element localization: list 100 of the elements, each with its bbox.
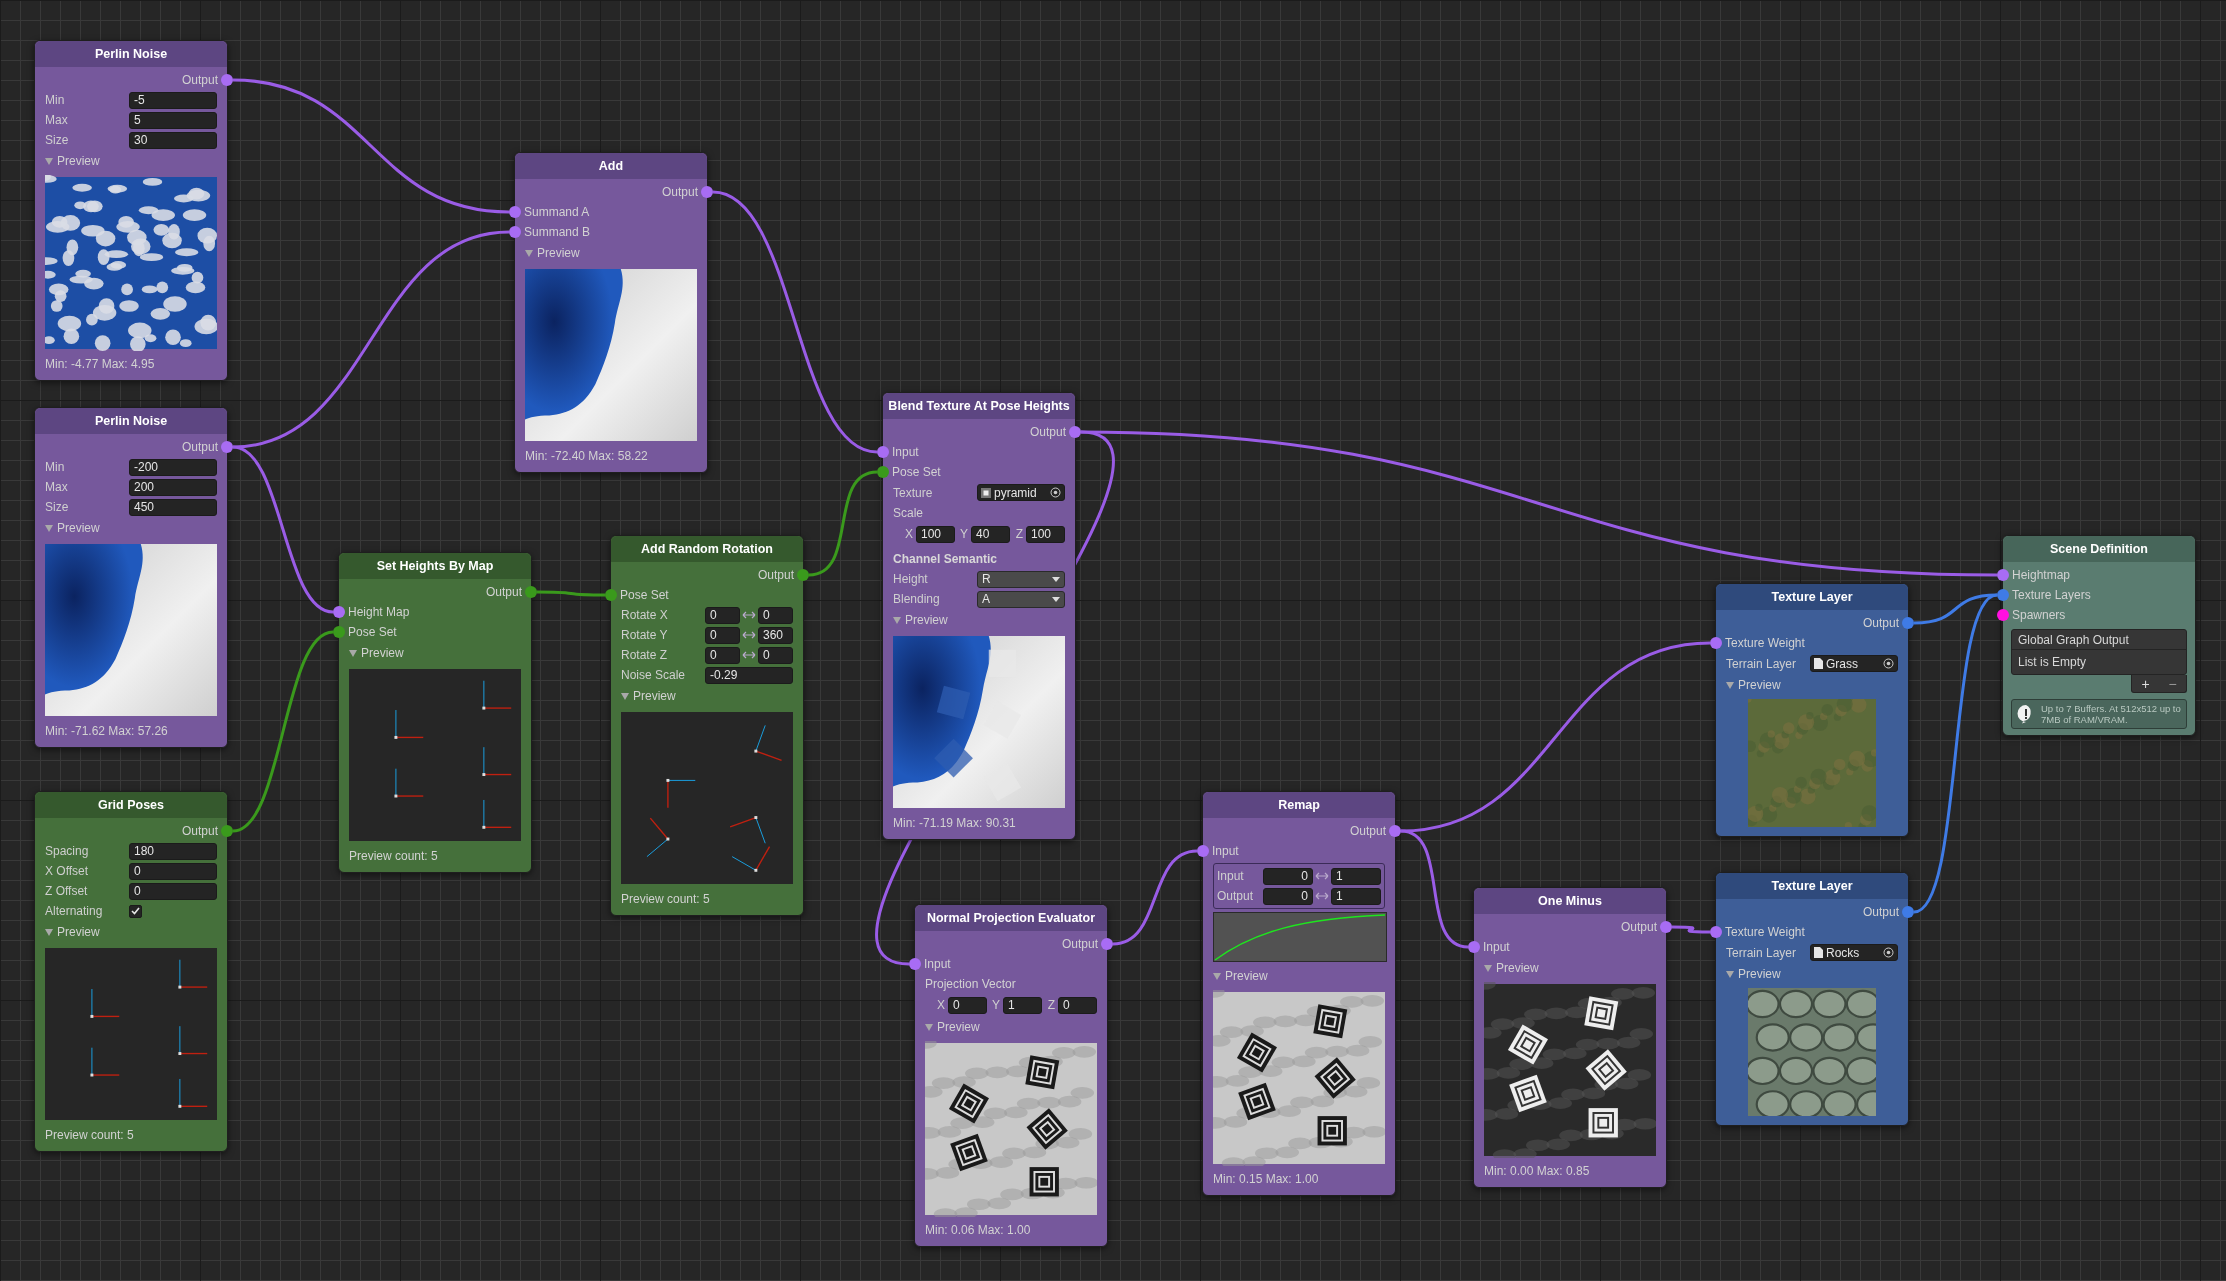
preview-foldout: Preview <box>1213 967 1268 985</box>
input-port: Spawners <box>1997 606 2066 624</box>
section-label: Scale <box>893 506 924 520</box>
output-port: Output <box>1620 918 1672 936</box>
field-label: Blending <box>893 592 940 606</box>
input-port: Texture Layers <box>1997 586 2091 604</box>
input-port: Input <box>909 955 951 973</box>
stats-text: Min: -72.40 Max: 58.22 <box>525 449 648 463</box>
number-field: 0 <box>705 646 740 664</box>
number-field: 200 <box>129 478 217 496</box>
field-label: Y <box>960 527 968 541</box>
input-port: Heightmap <box>1997 566 2071 584</box>
info-box <box>2011 699 2187 729</box>
field-label: Texture <box>893 485 933 500</box>
field-label: Alternating <box>45 904 103 918</box>
list-empty-text: List is Empty <box>2018 655 2086 669</box>
number-field: 100 <box>1026 525 1065 543</box>
node-title: Add <box>515 153 707 179</box>
number-field: 0 <box>1058 996 1097 1014</box>
number-field: 1 <box>1331 867 1381 885</box>
node-title: Remap <box>1203 792 1395 818</box>
output-port: Output <box>1061 935 1113 953</box>
connector-wire <box>1913 593 1998 914</box>
input-port: Height Map <box>333 603 410 621</box>
output-port: Output <box>181 71 233 89</box>
stats-text: Preview count: 5 <box>45 1128 134 1142</box>
field-label: Size <box>45 500 69 514</box>
preview-foldout: Preview <box>1726 676 1781 694</box>
number-field: -200 <box>129 458 217 476</box>
field-label: X <box>905 527 913 541</box>
node-title: Add Random Rotation <box>611 536 803 562</box>
stats-text: Preview count: 5 <box>621 892 710 906</box>
preview-foldout: Preview <box>45 519 100 537</box>
dropdown: A <box>977 590 1065 608</box>
preview-foldout: Preview <box>349 644 404 662</box>
field-label: Min <box>45 460 65 474</box>
number-field: 360 <box>758 626 793 644</box>
input-port: Input <box>877 443 919 461</box>
preview-foldout: Preview <box>1726 965 1781 983</box>
number-field: 0 <box>705 626 740 644</box>
field-label: Terrain Layer <box>1726 945 1797 960</box>
stats-text: Min: -4.77 Max: 4.95 <box>45 357 155 371</box>
preview-foldout: Preview <box>45 152 100 170</box>
field-label: X <box>937 998 945 1012</box>
input-port: Texture Weight <box>1710 634 1805 652</box>
output-port: Output <box>757 566 809 584</box>
preview-foldout: Preview <box>621 687 676 705</box>
number-field: 0 <box>758 606 793 624</box>
note-text: Up to 7 Buffers. At 512x512 up to 7MB of RAM/VRAM. <box>2041 703 2182 725</box>
field-label: Input <box>1217 869 1244 883</box>
list-header: Global Graph Output <box>2018 633 2129 647</box>
output-port: Output <box>661 183 713 201</box>
output-port: Output <box>1862 903 1914 921</box>
input-port: Summand B <box>509 223 591 241</box>
input-port: Texture Weight <box>1710 923 1805 941</box>
number-field: 5 <box>129 111 217 129</box>
connector-wire <box>712 190 878 454</box>
input-port: Pose Set <box>877 463 941 481</box>
field-label: Terrain Layer <box>1726 656 1797 671</box>
number-field: 0 <box>948 996 987 1014</box>
node-title: Blend Texture At Pose Heights <box>883 393 1075 419</box>
field-label: Z <box>1047 998 1055 1012</box>
input-port: Pose Set <box>333 623 397 641</box>
field-label: Rotate Z <box>621 648 668 662</box>
remove-button: − <box>2168 676 2177 691</box>
number-field: 0 <box>1263 867 1313 885</box>
number-field: 0 <box>705 606 740 624</box>
number-field: -5 <box>129 91 217 109</box>
field-label: Max <box>45 480 68 494</box>
output-port: Output <box>485 583 537 601</box>
node-title: One Minus <box>1474 888 1666 914</box>
number-field: 40 <box>971 525 1010 543</box>
stats-text: Preview count: 5 <box>349 849 438 863</box>
preview-foldout: Preview <box>45 923 100 941</box>
output-port: Output <box>1349 822 1401 840</box>
number-field: 100 <box>916 525 955 543</box>
field-label: Rotate Y <box>621 628 668 642</box>
node-title: Scene Definition <box>2003 536 2195 562</box>
stats-text: Min: 0.06 Max: 1.00 <box>925 1223 1031 1237</box>
input-port: Input <box>1197 842 1239 860</box>
number-field: 0 <box>129 862 217 880</box>
object-field: Grass <box>1810 655 1898 672</box>
field-label: X Offset <box>45 864 89 878</box>
field-label: Output <box>1217 889 1254 903</box>
node-title: Perlin Noise <box>35 41 227 67</box>
number-field: -0.29 <box>705 666 793 684</box>
section-label: Channel Semantic <box>893 552 998 566</box>
field-label: Rotate X <box>621 608 668 622</box>
connector-wire <box>1672 925 1710 934</box>
input-port: Input <box>1468 938 1510 956</box>
preview-foldout: Preview <box>925 1018 980 1036</box>
connector-wire <box>1400 829 1469 949</box>
node-title: Texture Layer <box>1716 873 1908 899</box>
dropdown: R <box>977 570 1065 588</box>
output-port: Output <box>181 822 233 840</box>
node-title: Texture Layer <box>1716 584 1908 610</box>
node-title: Set Heights By Map <box>339 553 531 579</box>
section-label: Projection Vector <box>925 977 1016 991</box>
number-field: 30 <box>129 131 217 149</box>
number-field: 0 <box>1263 887 1313 905</box>
